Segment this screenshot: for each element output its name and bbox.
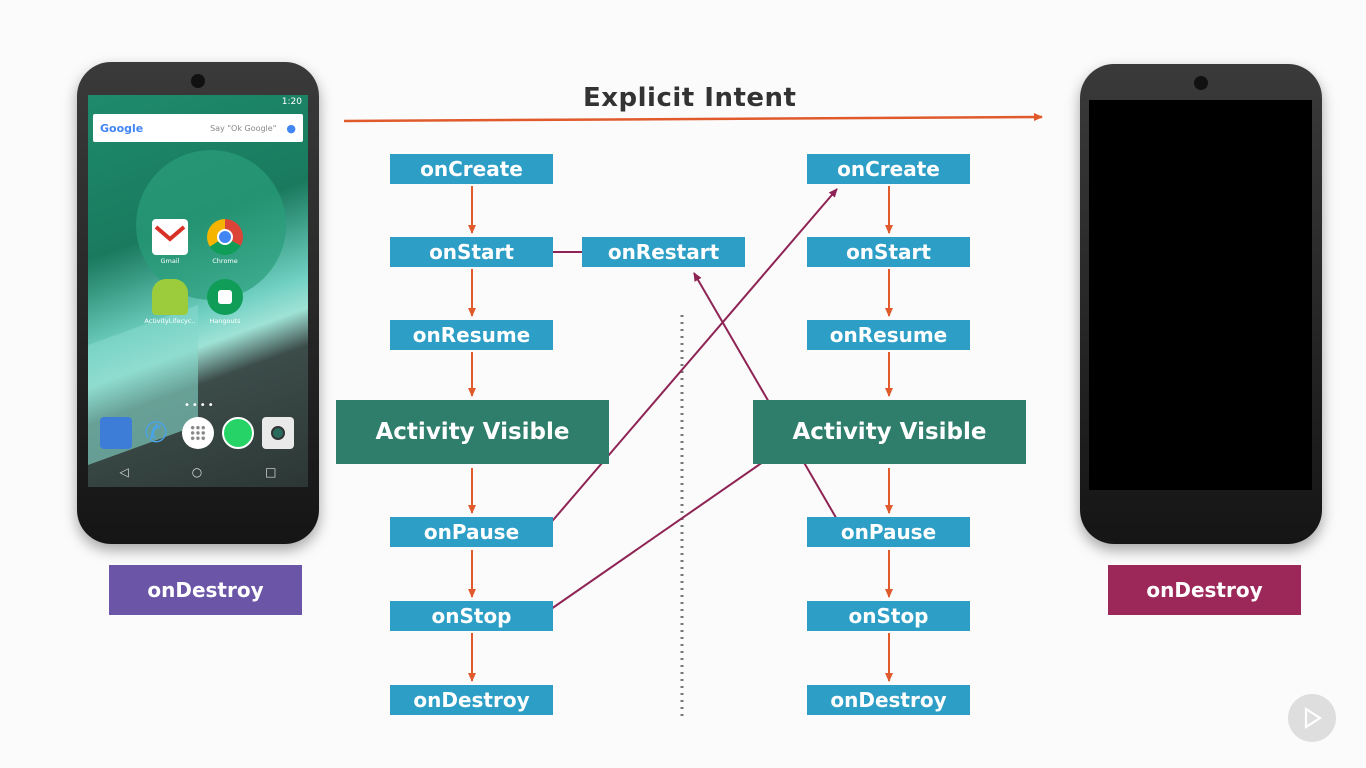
gmail-icon[interactable]	[152, 219, 188, 255]
left-on-stop: onStop	[390, 601, 553, 631]
android-icon[interactable]	[152, 279, 188, 315]
hangouts-icon[interactable]	[207, 279, 243, 315]
earpiece	[191, 74, 205, 88]
play-button[interactable]	[1288, 694, 1336, 742]
pause-to-create-arrow	[541, 188, 838, 534]
google-logo: Google	[100, 121, 144, 135]
status-bar: 1:20	[88, 95, 308, 110]
left-on-create: onCreate	[390, 154, 553, 184]
app-label: Gmail	[160, 257, 180, 265]
right-on-resume: onResume	[807, 320, 970, 350]
right-phone	[1080, 64, 1322, 544]
right-phone-screen	[1089, 100, 1312, 490]
app-label: Chrome	[212, 257, 238, 265]
app-label: Hangouts	[209, 317, 241, 325]
home-icon[interactable]: ○	[191, 465, 203, 479]
app-drawer-icon[interactable]	[182, 417, 214, 449]
visible-to-stop-arrow	[540, 452, 777, 617]
whatsapp-icon[interactable]	[222, 417, 254, 449]
back-icon[interactable]: ◁	[119, 465, 129, 479]
right-phone-destroy: onDestroy	[1108, 565, 1301, 615]
status-time: 1:20	[281, 97, 302, 107]
right-on-destroy: onDestroy	[807, 685, 970, 715]
left-phone: 1:20 Google Say "Ok Google" ● Gmail Chro…	[77, 62, 319, 544]
google-search-bar[interactable]: Google Say "Ok Google" ●	[93, 114, 303, 142]
left-phone-destroy: onDestroy	[109, 565, 302, 615]
left-on-start: onStart	[390, 237, 553, 267]
page-indicator: ••••	[184, 400, 216, 411]
play-icon	[1304, 706, 1323, 730]
app-label: ActivityLifecyc..	[144, 317, 196, 325]
on-restart: onRestart	[582, 237, 745, 267]
right-activity-visible: Activity Visible	[753, 400, 1026, 464]
right-on-stop: onStop	[807, 601, 970, 631]
left-on-resume: onResume	[390, 320, 553, 350]
mic-icon[interactable]: ●	[286, 121, 296, 135]
left-activity-visible: Activity Visible	[336, 400, 609, 464]
recents-icon[interactable]: □	[265, 465, 277, 479]
left-on-pause: onPause	[390, 517, 553, 547]
phone-icon[interactable]: ✆	[144, 416, 168, 449]
right-on-create: onCreate	[807, 154, 970, 184]
left-phone-screen: 1:20 Google Say "Ok Google" ● Gmail Chro…	[88, 95, 308, 487]
nav-bar: ◁ ○ □	[88, 457, 308, 487]
left-on-destroy: onDestroy	[390, 685, 553, 715]
intent-arrow	[343, 113, 1043, 123]
right-on-pause: onPause	[807, 517, 970, 547]
diagram-title: Explicit Intent	[583, 83, 797, 113]
search-hint: Say "Ok Google"	[210, 123, 277, 133]
chrome-icon[interactable]	[207, 219, 243, 255]
camera-icon[interactable]	[262, 417, 294, 449]
right-on-start: onStart	[807, 237, 970, 267]
earpiece	[1194, 76, 1208, 90]
contacts-icon[interactable]	[100, 417, 132, 449]
